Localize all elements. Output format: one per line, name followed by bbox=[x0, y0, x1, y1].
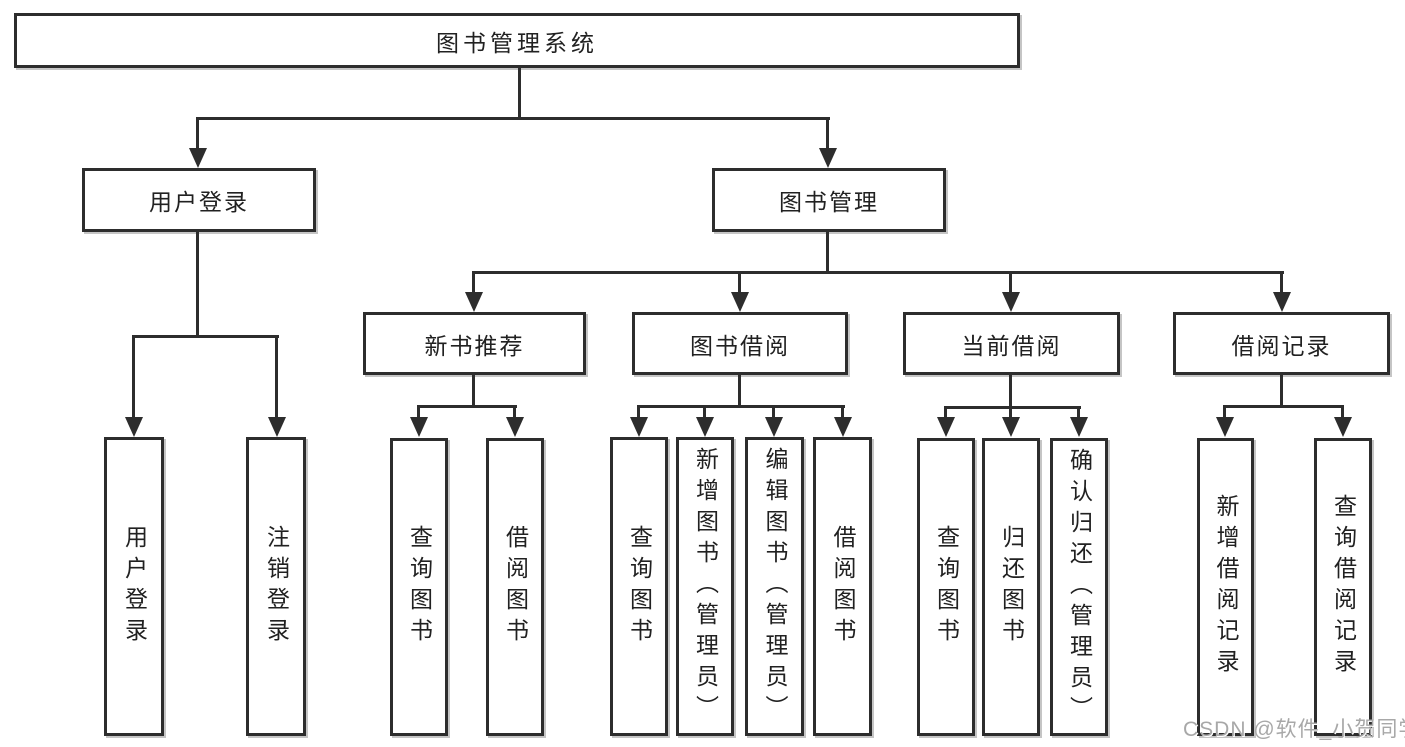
leaf-add-borrow-record-label: 新增借阅记录 bbox=[1213, 494, 1239, 680]
node-current-borrow: 当前借阅 bbox=[903, 312, 1120, 375]
leaf-current-query-books-label: 查询图书 bbox=[933, 525, 960, 649]
leaf-logout: 注销登录 bbox=[246, 437, 306, 736]
leaf-current-query-books: 查询图书 bbox=[917, 438, 975, 736]
connector-line bbox=[132, 335, 279, 338]
arrowhead-down-icon bbox=[819, 148, 837, 168]
arrowhead-down-icon bbox=[1002, 292, 1020, 312]
leaf-return-books: 归还图书 bbox=[982, 438, 1040, 736]
connector-line bbox=[944, 406, 1081, 409]
arrowhead-down-icon bbox=[731, 292, 749, 312]
leaf-add-borrow-record: 新增借阅记录 bbox=[1197, 438, 1254, 736]
arrowhead-down-icon bbox=[410, 417, 428, 437]
leaf-confirm-return-admin-label: 确认归还（管理员） bbox=[1066, 447, 1093, 727]
csdn-watermark: CSDN @软件_小贺同学 bbox=[1183, 718, 1405, 741]
leaf-return-books-label: 归还图书 bbox=[998, 525, 1025, 649]
arrowhead-down-icon bbox=[1002, 417, 1020, 437]
leaf-borrow-books-label: 借阅图书 bbox=[830, 524, 856, 649]
arrowhead-down-icon bbox=[765, 417, 783, 437]
node-book-management-label: 图书管理 bbox=[779, 189, 879, 215]
connector-line bbox=[637, 405, 845, 408]
connector-line bbox=[738, 375, 741, 405]
arrowhead-down-icon bbox=[268, 417, 286, 437]
arrowhead-down-icon bbox=[834, 417, 852, 437]
node-root-label: 图书管理系统 bbox=[436, 29, 598, 56]
arrowhead-down-icon bbox=[506, 417, 524, 437]
connector-line bbox=[1341, 405, 1344, 419]
arrowhead-down-icon bbox=[465, 292, 483, 312]
connector-line bbox=[1223, 405, 1344, 408]
node-user-login-label: 用户登录 bbox=[149, 189, 249, 215]
connector-line bbox=[826, 117, 829, 150]
connector-line bbox=[196, 117, 199, 150]
connector-line bbox=[637, 405, 640, 419]
node-borrow-records: 借阅记录 bbox=[1173, 312, 1390, 375]
connector-line bbox=[518, 68, 521, 117]
connector-line bbox=[417, 405, 517, 408]
connector-line bbox=[196, 117, 830, 120]
leaf-recommend-borrow-books: 借阅图书 bbox=[486, 438, 544, 736]
connector-line bbox=[472, 271, 1284, 274]
arrowhead-down-icon bbox=[1070, 417, 1088, 437]
leaf-borrow-query-books-label: 查询图书 bbox=[626, 524, 653, 649]
leaf-recommend-query-books-label: 查询图书 bbox=[406, 525, 433, 649]
node-new-book-recommend: 新书推荐 bbox=[363, 312, 586, 375]
node-borrow-records-label: 借阅记录 bbox=[1231, 332, 1332, 359]
connector-line bbox=[472, 375, 475, 405]
leaf-query-borrow-record: 查询借阅记录 bbox=[1314, 438, 1372, 736]
connector-line bbox=[1280, 375, 1283, 405]
leaf-add-book-admin: 新增图书（管理员） bbox=[676, 437, 734, 736]
connector-line bbox=[417, 405, 420, 419]
leaf-confirm-return-admin: 确认归还（管理员） bbox=[1050, 438, 1108, 736]
connector-line bbox=[1009, 271, 1012, 294]
connector-line bbox=[738, 271, 741, 294]
node-book-management: 图书管理 bbox=[712, 168, 946, 232]
arrowhead-down-icon bbox=[630, 417, 648, 437]
connector-line bbox=[944, 406, 947, 419]
connector-line bbox=[1009, 406, 1012, 419]
arrowhead-down-icon bbox=[1334, 417, 1352, 437]
connector-line bbox=[1077, 406, 1080, 419]
leaf-user-login-label: 用户登录 bbox=[121, 524, 148, 649]
arrowhead-down-icon bbox=[937, 417, 955, 437]
leaf-edit-book-admin-label: 编辑图书（管理员） bbox=[762, 447, 788, 726]
connector-line bbox=[1280, 271, 1283, 294]
leaf-user-login: 用户登录 bbox=[104, 437, 164, 736]
arrowhead-down-icon bbox=[1216, 417, 1234, 437]
node-user-login: 用户登录 bbox=[82, 168, 316, 232]
connector-line bbox=[826, 232, 829, 271]
connector-line bbox=[841, 405, 844, 419]
node-current-borrow-label: 当前借阅 bbox=[961, 332, 1062, 359]
arrowhead-down-icon bbox=[189, 148, 207, 168]
connector-line bbox=[196, 232, 199, 335]
connector-line bbox=[703, 405, 706, 419]
connector-line bbox=[1009, 375, 1012, 406]
node-new-book-recommend-label: 新书推荐 bbox=[424, 332, 525, 359]
connector-line bbox=[513, 405, 516, 419]
node-book-borrow-label: 图书借阅 bbox=[690, 332, 790, 359]
node-root: 图书管理系统 bbox=[14, 13, 1020, 68]
node-book-borrow: 图书借阅 bbox=[632, 312, 848, 375]
leaf-borrow-query-books: 查询图书 bbox=[610, 437, 668, 736]
leaf-recommend-borrow-books-label: 借阅图书 bbox=[502, 525, 529, 649]
leaf-edit-book-admin: 编辑图书（管理员） bbox=[745, 437, 804, 736]
connector-line bbox=[772, 405, 775, 419]
arrowhead-down-icon bbox=[1273, 292, 1291, 312]
leaf-query-borrow-record-label: 查询借阅记录 bbox=[1330, 494, 1357, 680]
leaf-logout-label: 注销登录 bbox=[263, 524, 290, 649]
leaf-recommend-query-books: 查询图书 bbox=[390, 438, 448, 736]
arrowhead-down-icon bbox=[125, 417, 143, 437]
arrowhead-down-icon bbox=[696, 417, 714, 437]
leaf-borrow-books: 借阅图书 bbox=[813, 437, 872, 736]
connector-line bbox=[275, 335, 278, 419]
connector-line bbox=[1223, 405, 1226, 419]
connector-line bbox=[472, 271, 475, 294]
connector-line bbox=[132, 335, 135, 419]
leaf-add-book-admin-label: 新增图书（管理员） bbox=[692, 447, 719, 726]
